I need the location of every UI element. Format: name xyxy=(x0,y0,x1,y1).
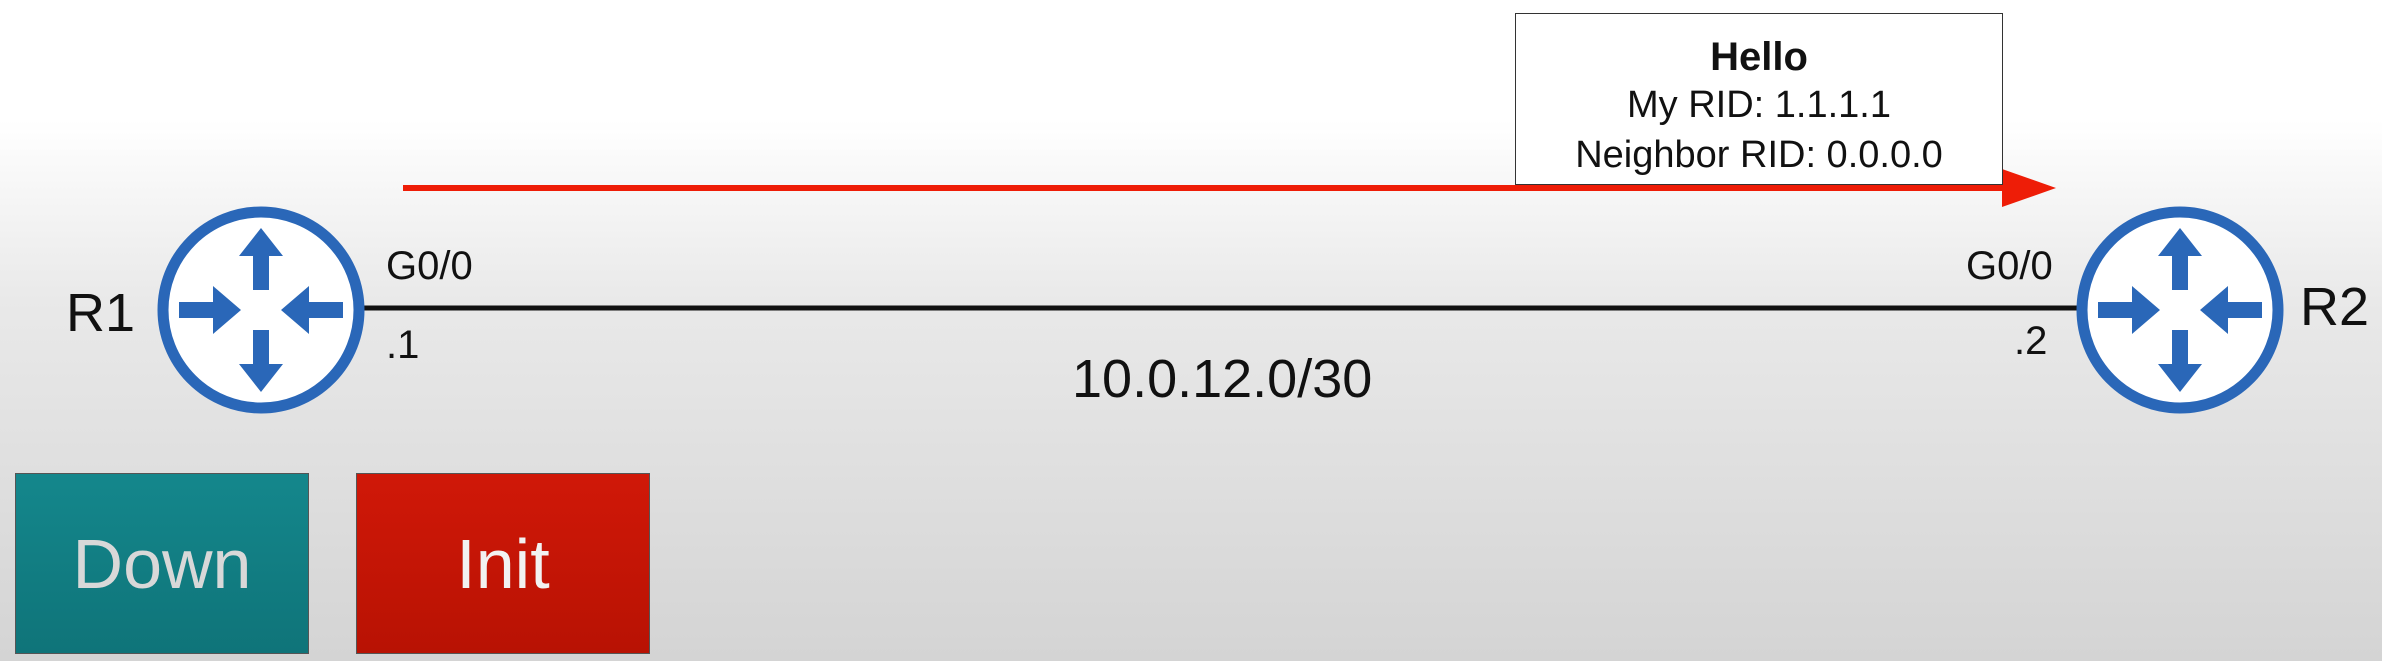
router-r2-name: R2 xyxy=(2300,277,2370,337)
r2-address-label: .2 xyxy=(2014,319,2048,363)
state-init-label: Init xyxy=(456,524,550,603)
r1-address-label: .1 xyxy=(386,323,420,367)
state-down-label: Down xyxy=(72,524,252,603)
hello-arrow-head xyxy=(2002,169,2056,207)
neighbor-rid-text: Neighbor RID: 0.0.0.0 xyxy=(1575,134,1943,176)
r2-interface-label: G0/0 xyxy=(1966,244,2053,288)
r1-interface-label: G0/0 xyxy=(386,244,473,288)
hello-title: Hello xyxy=(1710,35,1808,79)
state-init-button[interactable]: Init xyxy=(356,473,650,654)
router-r1-name: R1 xyxy=(66,283,136,343)
router-r2-icon[interactable] xyxy=(2082,212,2278,408)
hello-packet-box: Hello My RID: 1.1.1.1 Neighbor RID: 0.0.… xyxy=(1515,13,2003,185)
subnet-label: 10.0.12.0/30 xyxy=(1072,349,1373,409)
router-r1-icon[interactable] xyxy=(163,212,359,408)
state-down-button[interactable]: Down xyxy=(15,473,309,654)
my-rid-text: My RID: 1.1.1.1 xyxy=(1627,84,1891,126)
